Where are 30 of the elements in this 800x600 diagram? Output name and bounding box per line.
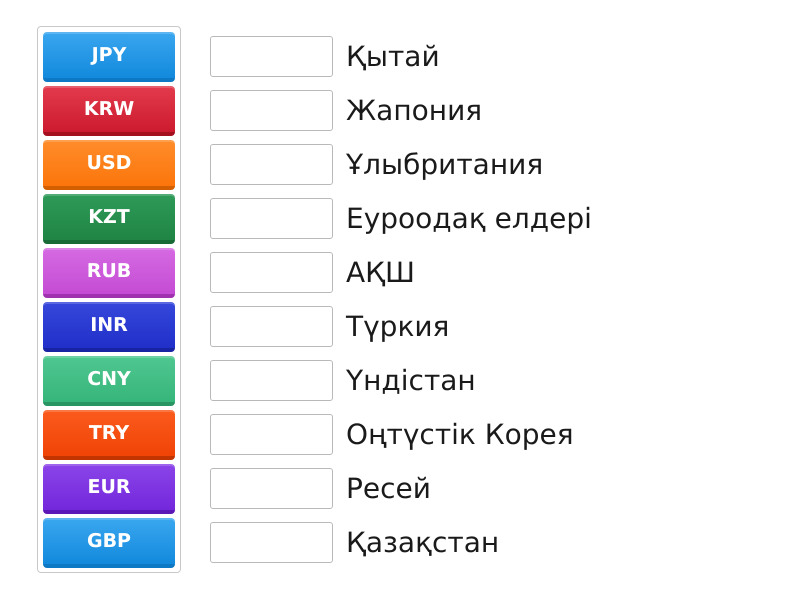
- answer-box: [210, 468, 333, 509]
- currency-tile: KRW: [43, 86, 175, 136]
- answer-box: [210, 306, 333, 347]
- answer-box: [210, 90, 333, 131]
- currency-tile: EUR: [43, 464, 175, 514]
- currency-tile: INR: [43, 302, 175, 352]
- answer-box: [210, 36, 333, 77]
- country-name: Ұлыбритания: [346, 148, 544, 182]
- currency-tile: CNY: [43, 356, 175, 406]
- country-name: Қазақстан: [346, 526, 500, 560]
- country-name: Еуроодақ елдері: [346, 202, 592, 236]
- country-name: Оңтүстік Корея: [346, 418, 574, 452]
- country-name: Түркия: [346, 310, 450, 344]
- currency-tile: USD: [43, 140, 175, 190]
- answer-box: [210, 360, 333, 401]
- answer-box: [210, 414, 333, 455]
- country-name: Ресей: [346, 472, 431, 506]
- currency-tile: KZT: [43, 194, 175, 244]
- currency-tile: JPY: [43, 32, 175, 82]
- country-name: Үндістан: [346, 364, 476, 398]
- currency-tile: GBP: [43, 518, 175, 568]
- answer-box: [210, 144, 333, 185]
- currency-tile: RUB: [43, 248, 175, 298]
- answer-box: [210, 252, 333, 293]
- country-name: Қытай: [346, 40, 440, 74]
- country-name: АҚШ: [346, 256, 415, 290]
- answer-box: [210, 522, 333, 563]
- country-name: Жапония: [346, 94, 482, 128]
- currency-tile: TRY: [43, 410, 175, 460]
- answer-box: [210, 198, 333, 239]
